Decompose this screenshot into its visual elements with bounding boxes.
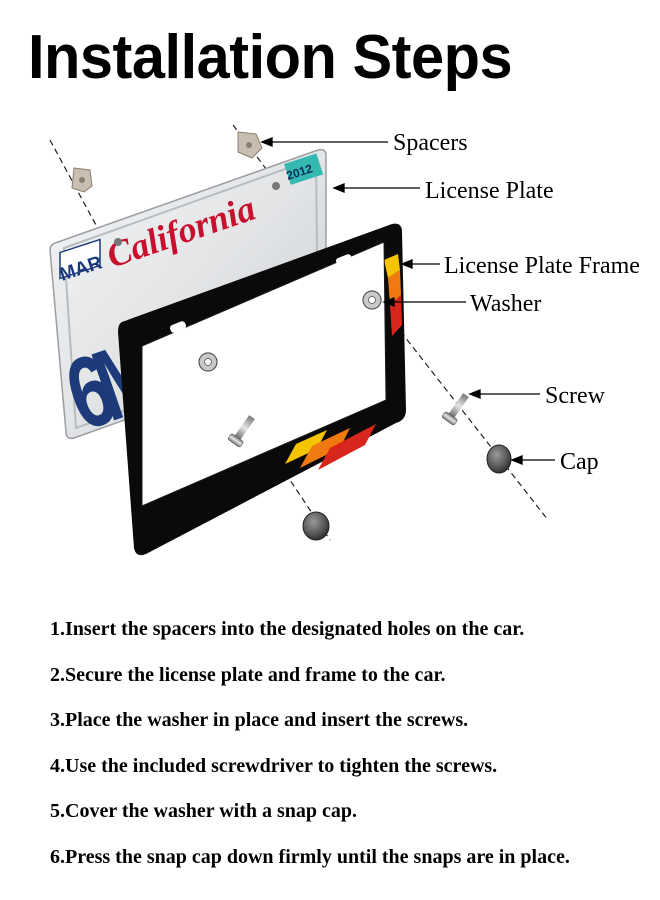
plate-year-sticker <box>284 153 324 185</box>
frame-stripes <box>285 254 402 470</box>
frame-slot-left <box>169 321 187 333</box>
step-item: 2.Secure the license plate and frame to … <box>50 663 570 709</box>
step-item: 1.Insert the spacers into the designated… <box>50 617 570 663</box>
callout-cap: Cap <box>560 449 599 475</box>
step-number: 6. <box>50 845 65 868</box>
spacer-right <box>237 131 263 159</box>
step-number: 3. <box>50 709 65 731</box>
washer-top <box>362 290 382 310</box>
washer-bottom <box>198 352 218 372</box>
installation-steps-list: 1.Insert the spacers into the designated… <box>50 617 570 890</box>
step-item: 6.Press the snap cap down firmly until t… <box>50 845 570 891</box>
step-item: 5.Cover the washer with a snap cap. <box>50 799 570 845</box>
step-number: 5. <box>50 800 65 822</box>
plate-hole-right <box>272 182 280 190</box>
installation-diagram: MAR California 2012 6MBV006 <box>49 124 640 556</box>
step-text: Use the included screwdriver to tighten … <box>65 754 498 777</box>
license-plate-frame <box>118 223 406 556</box>
screw-left <box>227 415 255 448</box>
step-text: Place the washer in place and insert the… <box>65 709 469 731</box>
callout-frame: License Plate Frame <box>444 253 640 279</box>
step-number: 4. <box>50 754 65 777</box>
cap-right <box>486 444 512 474</box>
step-text: Insert the spacers into the designated h… <box>65 618 525 640</box>
step-item: 3.Place the washer in place and insert t… <box>50 708 570 754</box>
callout-washer: Washer <box>470 291 541 317</box>
plate-month-sticker <box>59 238 101 280</box>
frame-slot-right <box>335 254 353 266</box>
step-text: Cover the washer with a snap cap. <box>65 800 358 822</box>
page-title: Installation Steps <box>28 23 513 92</box>
spacer-left <box>71 167 93 193</box>
callout-spacers: Spacers <box>393 130 468 156</box>
step-text: Secure the license plate and frame to th… <box>65 663 446 686</box>
plate-hole-left <box>114 238 122 246</box>
cap-bottom <box>302 511 330 541</box>
callout-screw: Screw <box>545 383 606 409</box>
alignment-line-right <box>375 299 549 521</box>
step-number: 1. <box>50 618 65 640</box>
step-number: 2. <box>50 663 65 686</box>
step-item: 4.Use the included screwdriver to tighte… <box>50 754 570 800</box>
screw-right <box>441 393 469 426</box>
step-text: Press the snap cap down firmly until the… <box>65 845 570 868</box>
callout-license-plate: License Plate <box>425 178 554 204</box>
